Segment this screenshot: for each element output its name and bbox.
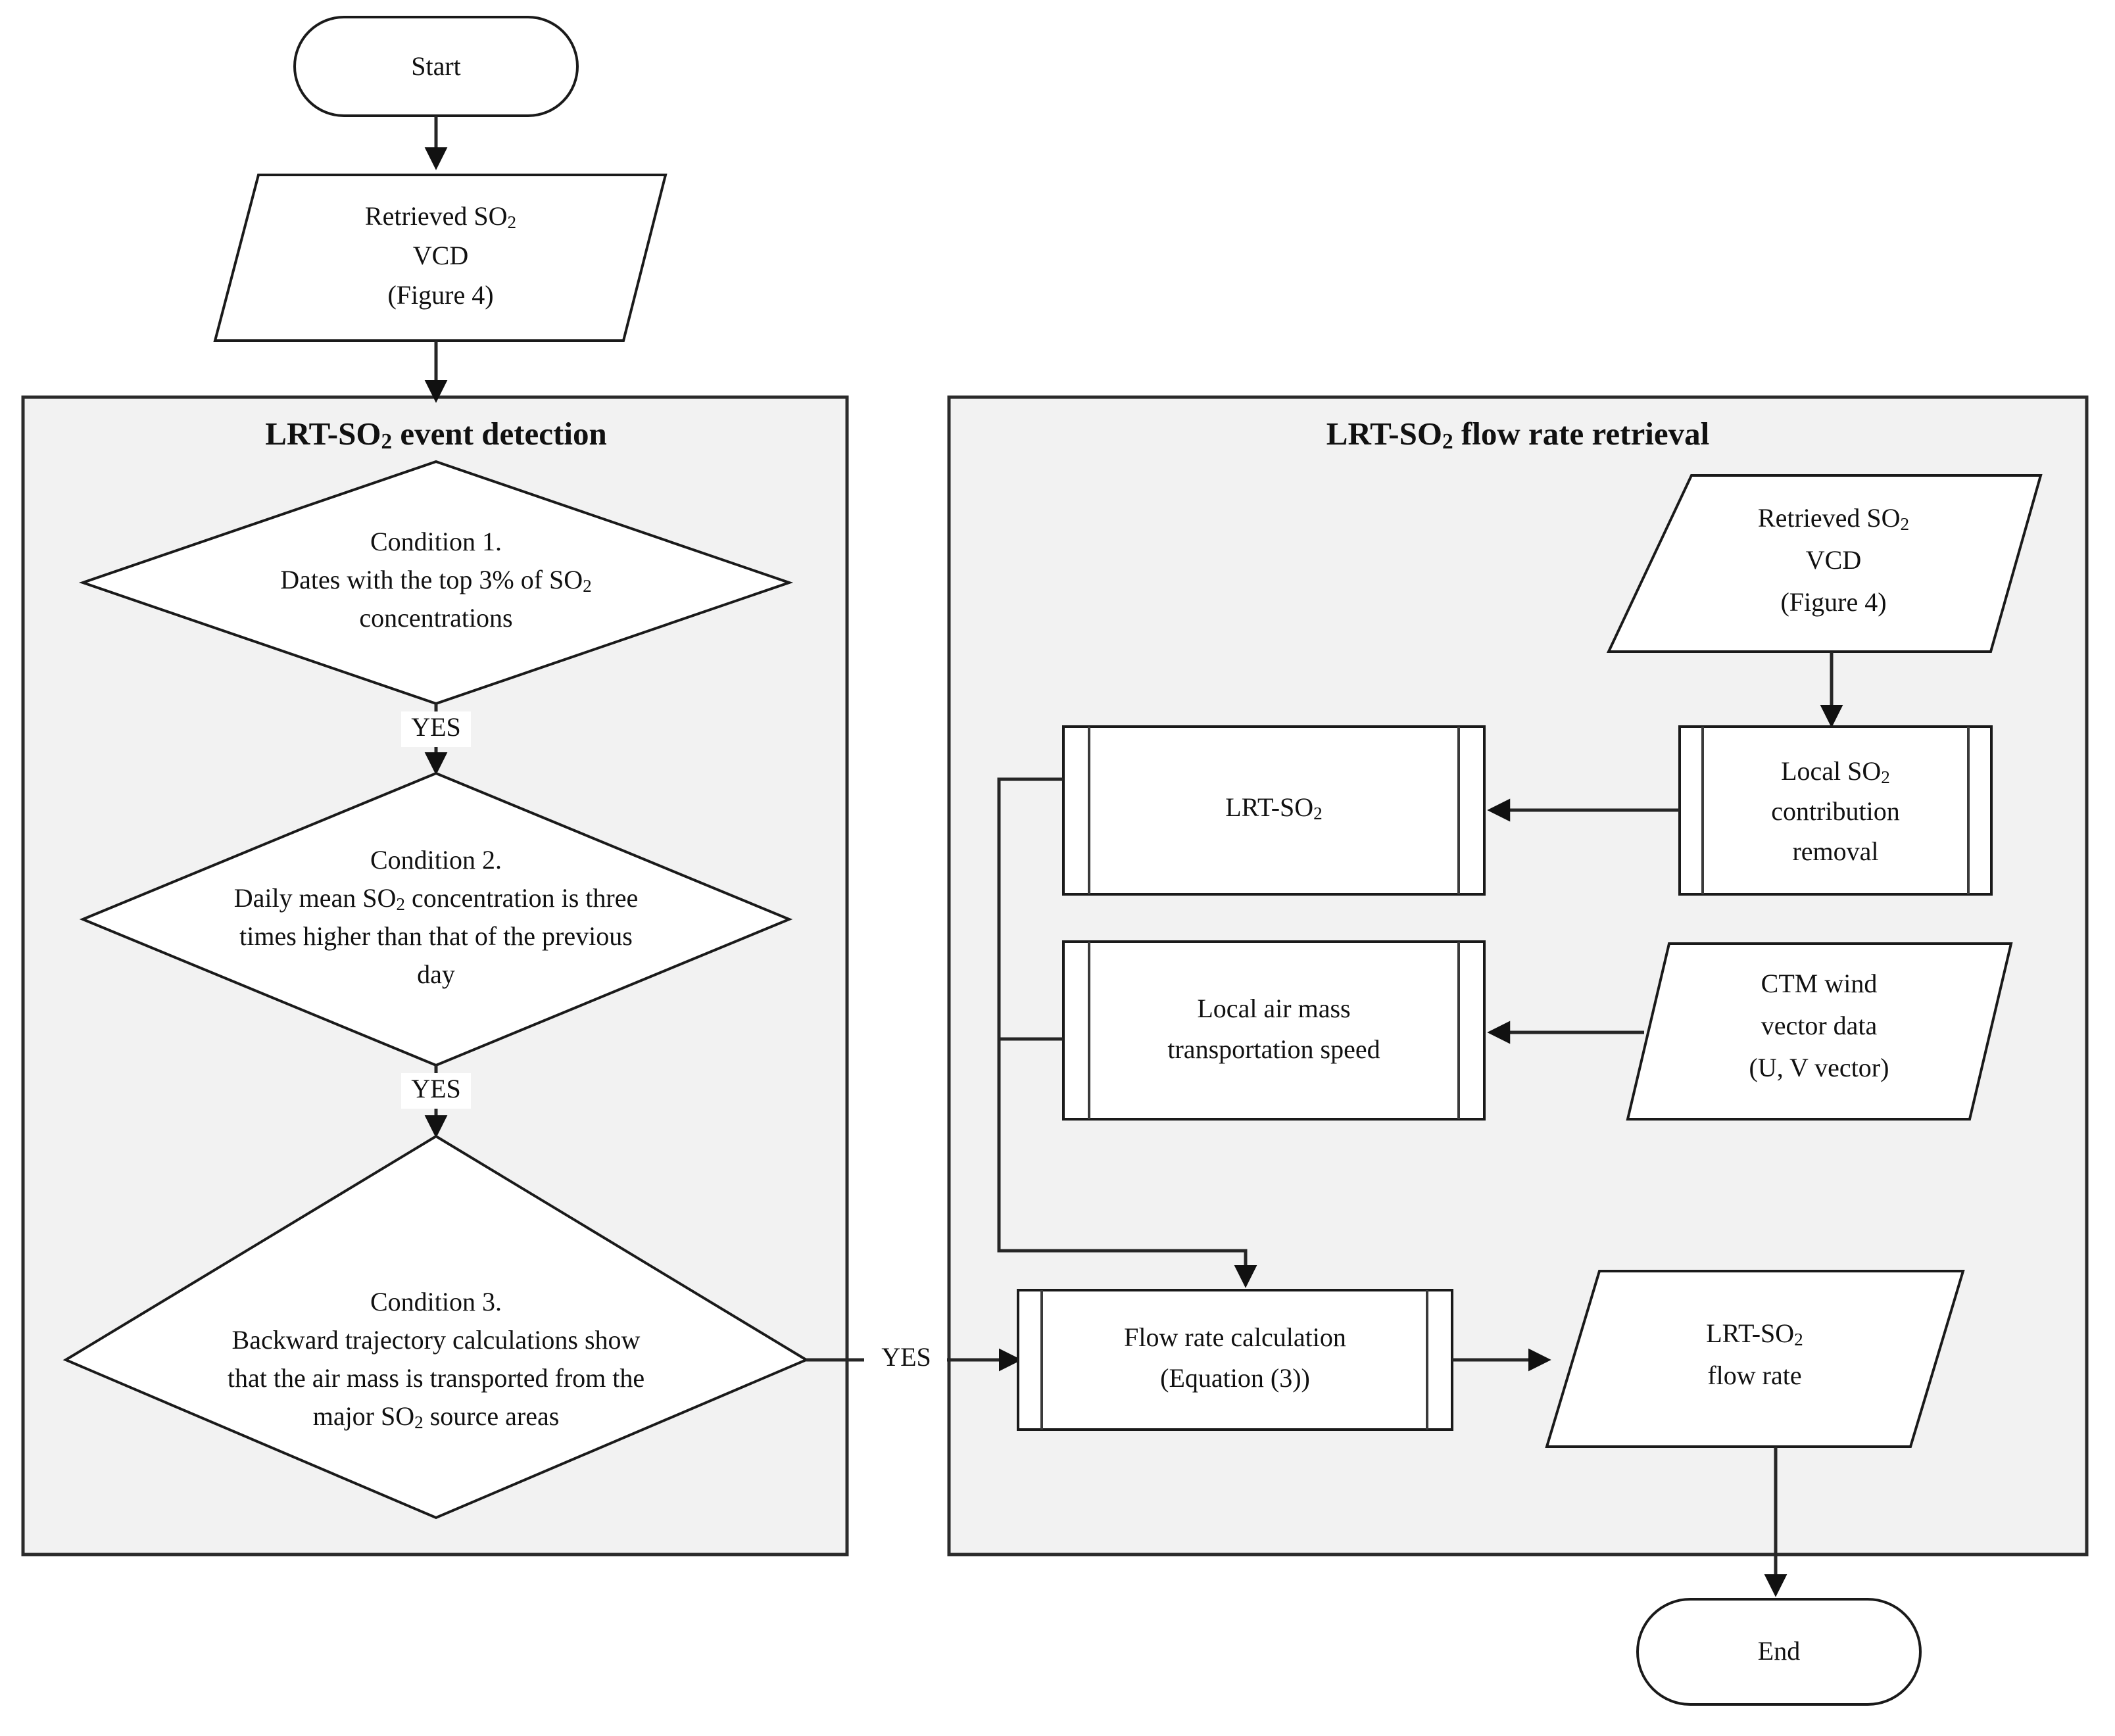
- right-panel-title: LRT-SO2 flow rate retrieval: [1326, 416, 1709, 454]
- condition-1-line3: concentrations: [359, 603, 512, 633]
- yes-label-3-background: [867, 1341, 946, 1378]
- process-local-so2-removal-line1: Local SO2: [1781, 756, 1890, 787]
- input-ctm-line2: vector data: [1761, 1011, 1878, 1040]
- output-flow-rate-line1: LRT-SO2: [1706, 1318, 1803, 1349]
- input-retrieved-so2-vcd-right[interactable]: [1606, 474, 2043, 653]
- yes-label-2: YES: [411, 1074, 461, 1103]
- input-right-line2: VCD: [1806, 545, 1861, 575]
- output-flow-rate-line2: flow rate: [1707, 1361, 1801, 1390]
- condition-1-line2: Dates with the top 3% of SO2: [280, 565, 592, 596]
- yes-label-1-background: [401, 711, 471, 747]
- process-flow-rate-line2: (Equation (3)): [1160, 1363, 1310, 1393]
- yes-label-1: YES: [411, 712, 461, 742]
- process-local-so2-removal-line2: contribution: [1771, 796, 1900, 826]
- process-local-so2-removal[interactable]: [1678, 725, 1993, 896]
- yes-label-3: YES: [881, 1342, 931, 1372]
- input-ctm-wind-vector[interactable]: [1626, 942, 2013, 1121]
- input-right-line3: (Figure 4): [1780, 587, 1886, 617]
- condition-3-diamond[interactable]: [62, 1134, 810, 1520]
- condition-2-line1: Condition 2.: [370, 845, 502, 875]
- process-flow-rate-line1: Flow rate calculation: [1124, 1322, 1346, 1352]
- process-air-speed-line1: Local air mass: [1197, 994, 1350, 1023]
- process-lrt-so2-label: LRT-SO2: [1225, 792, 1323, 823]
- left-panel-title: LRT-SO2 event detection: [265, 416, 606, 454]
- process-local-air-mass-speed[interactable]: [1062, 940, 1486, 1121]
- yes-label-2-background: [401, 1073, 471, 1109]
- input-ctm-line3: (U, V vector): [1749, 1053, 1889, 1082]
- connector-lrtso2-to-flowrate: [997, 777, 1257, 1288]
- input-top-line1: Retrieved SO2: [365, 201, 516, 232]
- condition-1-line1: Condition 1.: [370, 527, 502, 556]
- end-node-label: End: [1758, 1636, 1800, 1666]
- end-node[interactable]: [1636, 1598, 1922, 1706]
- process-local-so2-removal-line3: removal: [1792, 836, 1878, 866]
- process-flow-rate-calculation[interactable]: [1017, 1289, 1453, 1431]
- condition-3-line3: that the air mass is transported from th…: [228, 1363, 644, 1393]
- input-top-line2: VCD: [413, 241, 468, 270]
- output-lrt-so2-flow-rate[interactable]: [1545, 1270, 1965, 1448]
- input-right-line1: Retrieved SO2: [1758, 503, 1909, 534]
- condition-2-line3: times higher than that of the previous: [239, 921, 633, 951]
- start-node-label: Start: [411, 51, 461, 81]
- input-retrieved-so2-vcd-top[interactable]: [213, 174, 668, 342]
- condition-2-line2: Daily mean SO2 concentration is three: [234, 883, 639, 914]
- condition-3-line4: major SO2 source areas: [313, 1401, 560, 1432]
- condition-3-line1: Condition 3.: [370, 1287, 502, 1316]
- condition-3-line2: Backward trajectory calculations show: [232, 1325, 641, 1355]
- process-lrt-so2[interactable]: [1062, 725, 1486, 896]
- process-air-speed-line2: transportation speed: [1167, 1034, 1380, 1064]
- condition-2-line4: day: [417, 959, 455, 989]
- input-top-line3: (Figure 4): [387, 280, 493, 310]
- input-ctm-line1: CTM wind: [1761, 969, 1878, 998]
